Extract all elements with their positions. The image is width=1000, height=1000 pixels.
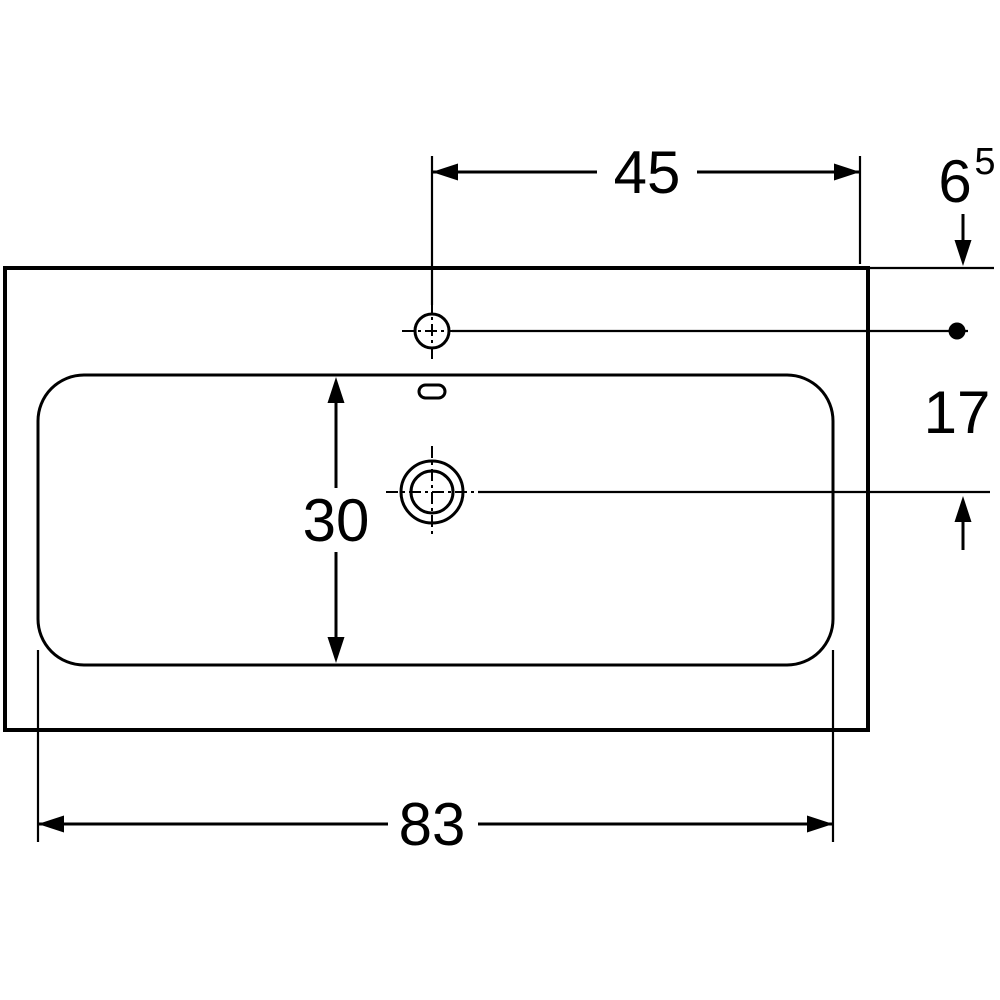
dim-30-arrow-down <box>327 637 345 663</box>
dim-83-label: 83 <box>399 791 466 858</box>
dim-83-arrow-right <box>807 815 833 833</box>
bowl-outline <box>36 373 835 667</box>
dim-83-arrow-left <box>38 815 64 833</box>
dim-30-arrow-up <box>327 377 345 403</box>
tap-leader-dot <box>948 322 966 340</box>
drain <box>386 446 478 538</box>
dim-17-label: 17 <box>924 379 991 446</box>
dim-17-arrow-up <box>954 496 972 522</box>
dim-65-label-superscript: 5 <box>974 141 995 183</box>
basin <box>3 266 870 732</box>
dim-30-label: 30 <box>303 487 370 554</box>
tap-leader <box>452 322 968 340</box>
dimension-83: 83 <box>36 650 835 858</box>
dim-65-label-base: 6 <box>938 148 971 215</box>
dimension-45: 45 <box>430 139 862 305</box>
dimension-30: 30 <box>303 377 370 663</box>
dim-45-label: 45 <box>614 139 681 206</box>
dimension-17: 17 <box>478 379 990 550</box>
overflow-slot <box>417 383 447 400</box>
dimension-6-5: 6 5 <box>868 141 996 270</box>
dim-45-arrow-left <box>432 163 458 181</box>
dim-65-arrow-down <box>954 240 972 266</box>
dim-45-arrow-right <box>834 163 860 181</box>
basin-outline <box>3 266 870 732</box>
